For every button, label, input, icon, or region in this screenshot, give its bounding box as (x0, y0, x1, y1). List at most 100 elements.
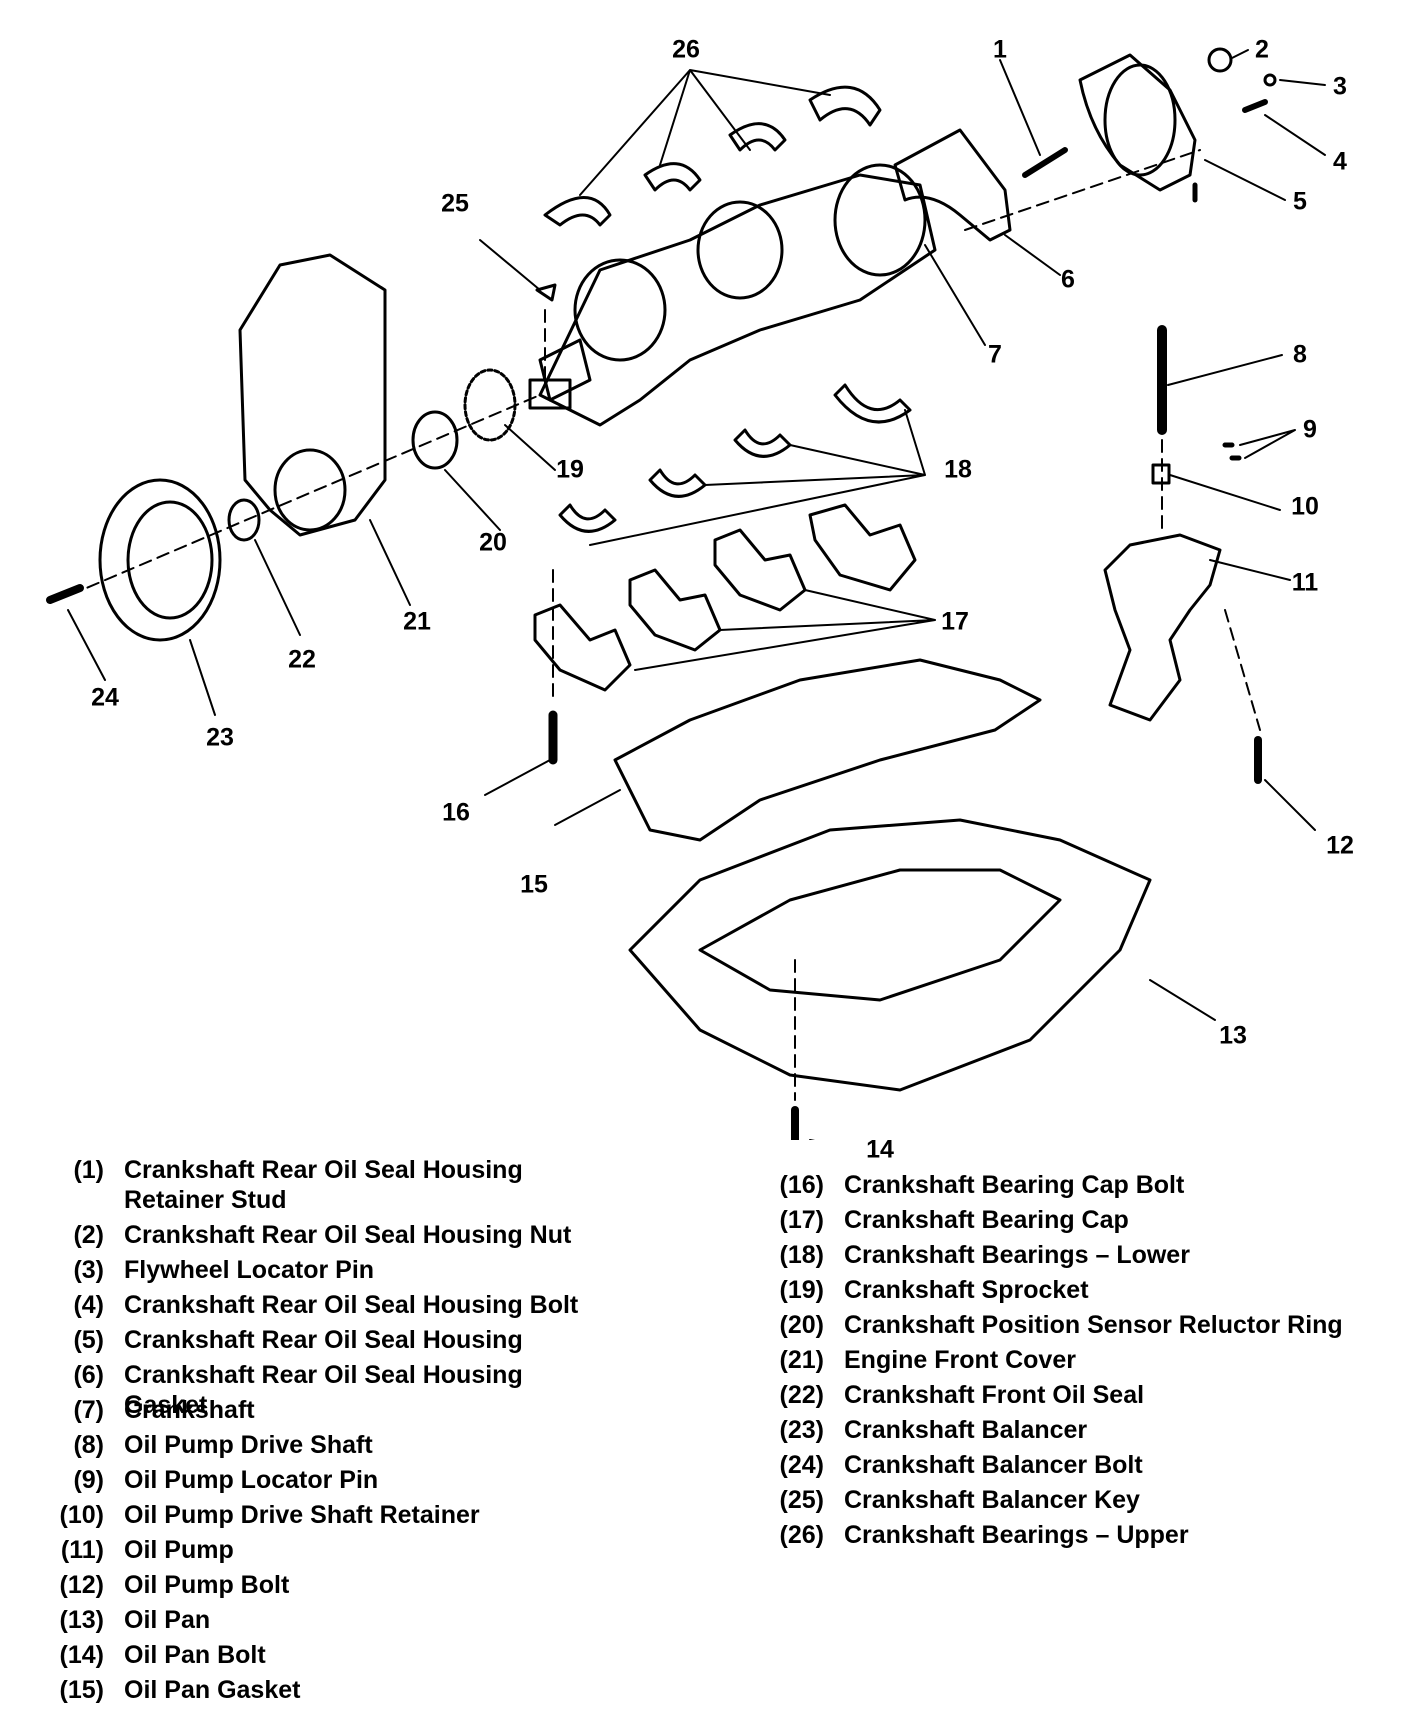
legend-item-21: (21) Engine Front Cover (760, 1345, 1404, 1375)
legend-number: (17) (779, 1206, 824, 1234)
upper-bearing-shells (543, 85, 882, 227)
legend-number: (23) (779, 1416, 824, 1444)
sprocket (463, 368, 517, 442)
legend-text: Crankshaft Balancer Key (844, 1486, 1140, 1514)
callout-1: 1 (993, 35, 1007, 64)
legend-item-10: (10) Oil Pump Drive Shaft Retainer (40, 1500, 594, 1530)
legend-text: Oil Pump Locator Pin (124, 1466, 379, 1494)
legend-text: Crankshaft Rear Oil Seal Housing Bolt (124, 1291, 579, 1319)
balancer-key (535, 283, 557, 302)
legend-text: Crankshaft Balancer (844, 1416, 1088, 1444)
oil-pump-body (1103, 533, 1222, 722)
legend-number: (10) (59, 1501, 104, 1529)
callout-5: 5 (1293, 187, 1307, 216)
callout-17: 17 (941, 607, 969, 636)
legend-number: (12) (59, 1571, 104, 1599)
balancer-hub (126, 500, 214, 620)
callout-18: 18 (944, 455, 972, 484)
legend-number: (7) (73, 1396, 104, 1424)
callout-26: 26 (672, 35, 700, 64)
exploded-diagram: 1 2 3 4 5 6 7 8 9 10 11 12 13 14 15 16 1… (46, 35, 1354, 1162)
legend-number: (22) (779, 1381, 824, 1409)
legend-text: Crankshaft Front Oil Seal (844, 1381, 1145, 1409)
legend-number: (24) (779, 1451, 824, 1479)
legend-item-4: (4) Crankshaft Rear Oil Seal Housing Bolt (40, 1290, 594, 1320)
legend-number: (1) (73, 1156, 104, 1184)
legend-number: (21) (779, 1346, 824, 1374)
legend-text: Crankshaft Sprocket (844, 1276, 1089, 1304)
callout-3: 3 (1333, 72, 1347, 101)
legend-number: (25) (779, 1486, 824, 1514)
legend-number: (8) (73, 1431, 104, 1459)
legend-text: Crankshaft Balancer Bolt (844, 1451, 1143, 1479)
legend-number: (13) (59, 1606, 104, 1634)
callout-7: 7 (988, 340, 1002, 369)
callout-10: 10 (1291, 492, 1319, 521)
legend-text: Oil Pump (124, 1536, 234, 1564)
legend-text: Crankshaft Rear Oil Seal Housing Retaine… (124, 1156, 523, 1214)
callout-25: 25 (441, 189, 469, 218)
legend-text: Engine Front Cover (844, 1346, 1076, 1374)
lower-bearing-shells (558, 383, 912, 533)
legend-text: Crankshaft Rear Oil Seal Housing (124, 1326, 523, 1354)
diagram-drawing (46, 47, 1326, 1140)
legend-item-2: (2)Crankshaft Rear Oil Seal Housing Nut (40, 1220, 594, 1250)
legend-text: Oil Pan (124, 1606, 211, 1634)
legend-item-6: (6)Crankshaft Rear Oil Seal Housing Gask… (40, 1360, 594, 1419)
reluctor-ring (411, 410, 459, 470)
legend-number: (3) (73, 1256, 104, 1284)
legend-text: Crankshaft Bearings – Upper (844, 1521, 1189, 1549)
legend-item-14: (14) Oil Pan Bolt (40, 1640, 594, 1670)
legend-number: (11) (60, 1536, 104, 1564)
legend-text: Crankshaft Rear Oil Seal Housing Gasket (124, 1361, 523, 1419)
legend-text: Crankshaft (124, 1396, 255, 1424)
legend-item-15: (15)Oil Pan Gasket (40, 1675, 594, 1705)
legend-item-20: (20) Crankshaft Position Sensor Reluctor … (760, 1310, 1404, 1340)
legend-number: (5) (73, 1326, 104, 1354)
callout-2: 2 (1255, 35, 1269, 64)
oil-pan-gasket (613, 658, 1042, 842)
legend-number: (20) (779, 1311, 824, 1339)
legend-item-19: (19)Crankshaft Sprocket (760, 1275, 1404, 1305)
rear-seal-housing (1078, 53, 1197, 192)
callout-6: 6 (1061, 265, 1075, 294)
callout-9: 9 (1303, 415, 1317, 444)
engine-front-cover (238, 253, 387, 537)
rear-seal-gasket (893, 128, 1012, 242)
legend-item-11: (11) Oil Pump (40, 1535, 594, 1565)
legend-text: Flywheel Locator Pin (124, 1256, 375, 1284)
front-oil-seal (227, 498, 261, 542)
callout-13: 13 (1219, 1021, 1247, 1050)
legend-number: (16) (779, 1171, 824, 1199)
callout-16: 16 (442, 798, 470, 827)
legend-text: Oil Pump Bolt (124, 1571, 290, 1599)
legend-item-7: (7) Crankshaft (40, 1395, 594, 1425)
legend-text: Crankshaft Bearing Cap (844, 1206, 1129, 1234)
legend-item-22: (22) Crankshaft Front Oil Seal (760, 1380, 1404, 1410)
legend-text: Oil Pan Bolt (124, 1641, 266, 1669)
legend-item-25: (25) Crankshaft Balancer Key (760, 1485, 1404, 1515)
callout-8: 8 (1293, 340, 1307, 369)
legend-text: Crankshaft Position Sensor Reluctor Ring (844, 1311, 1343, 1339)
legend-item-16: (16)Crankshaft Bearing Cap Bolt (760, 1170, 1404, 1200)
legend-item-24: (24) Crankshaft Balancer Bolt (760, 1450, 1404, 1480)
legend-text: Oil Pump Drive Shaft Retainer (124, 1501, 480, 1529)
rear-hardware (1022, 47, 1277, 203)
legend-number: (26) (779, 1521, 824, 1549)
balancer-bolt (46, 584, 84, 604)
oil-pump-locator-pins (1222, 442, 1242, 461)
legend-item-9: (9) Oil Pump Locator Pin (40, 1465, 594, 1495)
leader-lines (67, 49, 1326, 1140)
legend-number: (9) (73, 1466, 104, 1494)
legend-text: Crankshaft Rear Oil Seal Housing Nut (124, 1221, 572, 1249)
legend-right: (16)Crankshaft Bearing Cap Bolt (17) Cran… (760, 1170, 1404, 1555)
callout-19: 19 (556, 455, 584, 484)
callout-23: 23 (206, 723, 234, 752)
legend-text: Oil Pump Drive Shaft (124, 1431, 373, 1459)
legend-number: (4) (73, 1291, 104, 1319)
legend-item-3: (3) Flywheel Locator Pin (40, 1255, 594, 1285)
center-lines (69, 149, 1261, 1101)
legend-number: (14) (59, 1641, 104, 1669)
callout-14: 14 (866, 1135, 894, 1164)
legend-text: Crankshaft Bearings – Lower (844, 1241, 1190, 1269)
